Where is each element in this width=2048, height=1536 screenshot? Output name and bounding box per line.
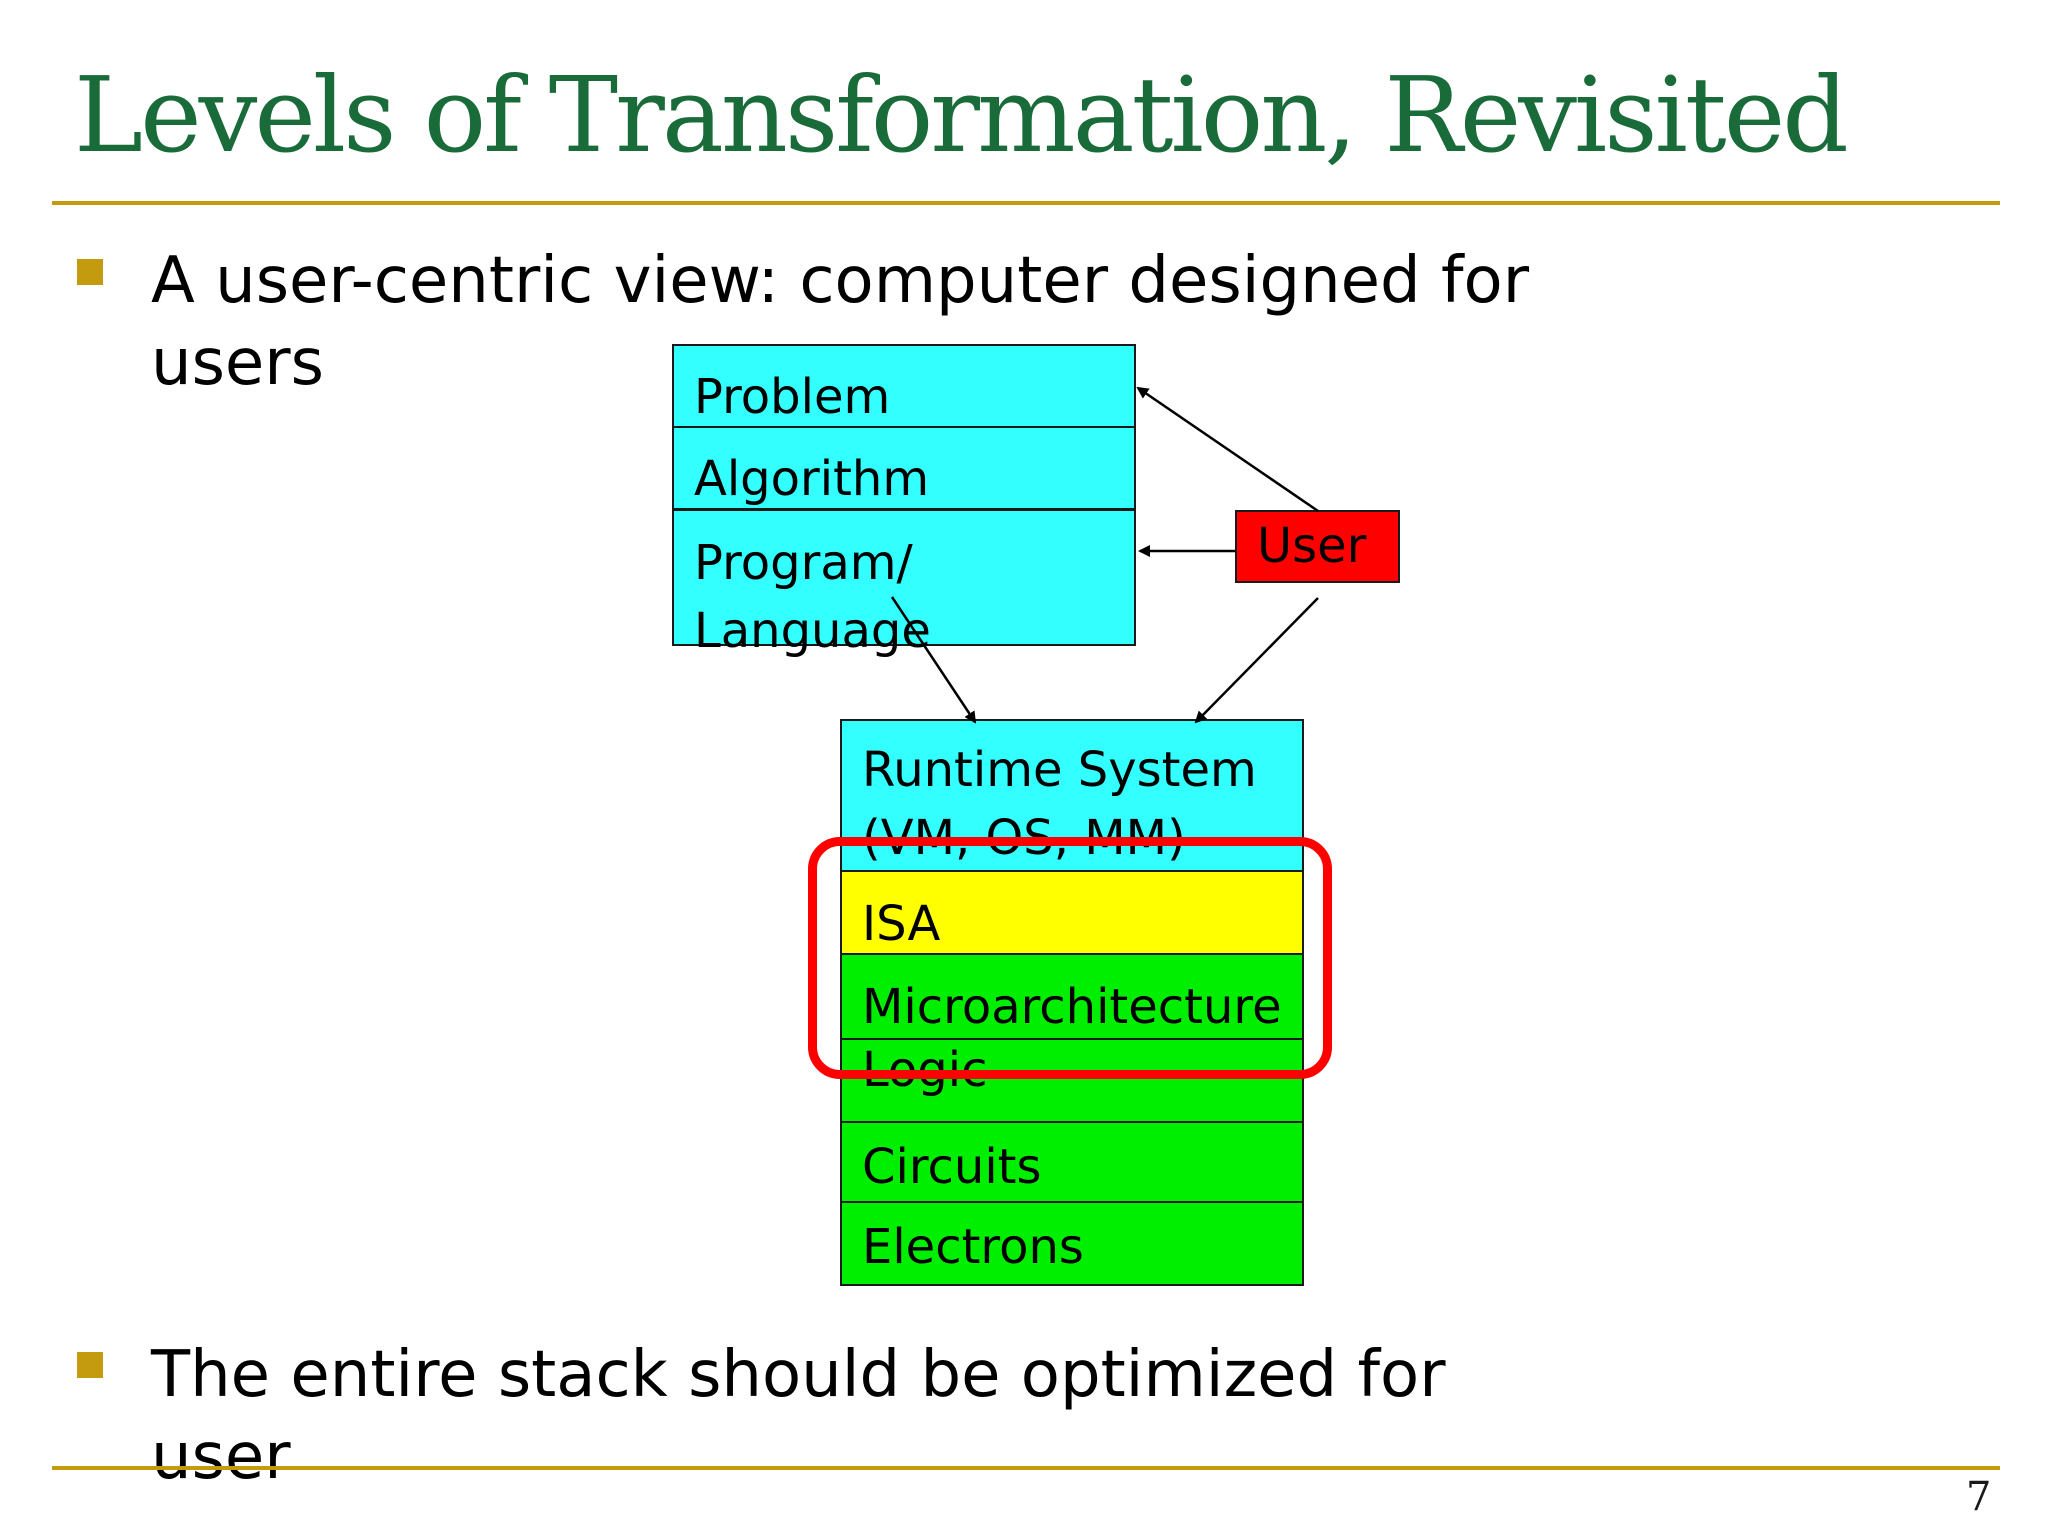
level-problem-label: Problem (694, 369, 891, 425)
isa-microarchitecture-highlight (808, 837, 1332, 1079)
bullet-marker-1 (77, 259, 103, 285)
slide-title: Levels of Transformation, Revisited (74, 54, 1849, 176)
level-isa-label: ISA (862, 896, 941, 952)
level-program-language-label: Program/ Language (694, 535, 931, 659)
bullet-text-1: A user-centric view: computer designed f… (151, 244, 1529, 400)
level-program-language: Program/ Language (672, 509, 1136, 659)
footer-divider (52, 1466, 2000, 1470)
level-algorithm: Algorithm (672, 426, 1136, 510)
page-number: 7 (1966, 1474, 1992, 1520)
level-circuits-label: Circuits (862, 1139, 1042, 1195)
level-circuits: Circuits (840, 1121, 1304, 1203)
title-divider (52, 201, 2000, 205)
level-microarchitecture-label: Microarchitecture (862, 979, 1282, 1035)
level-electrons: Electrons (840, 1201, 1304, 1286)
level-problem: Problem (672, 344, 1136, 428)
user-label: User (1257, 518, 1367, 574)
level-electrons-label: Electrons (862, 1219, 1084, 1275)
level-algorithm-label: Algorithm (694, 451, 930, 507)
bullet-marker-2 (77, 1352, 103, 1378)
bullet-text-2: The entire stack should be optimized for… (151, 1338, 1446, 1494)
arrow-user-to-runtime (1194, 597, 1319, 724)
arrow-user-to-problem (1136, 386, 1319, 513)
level-microarchitecture: Microarchitecture (840, 953, 1304, 1040)
user-box: User (1235, 510, 1400, 583)
